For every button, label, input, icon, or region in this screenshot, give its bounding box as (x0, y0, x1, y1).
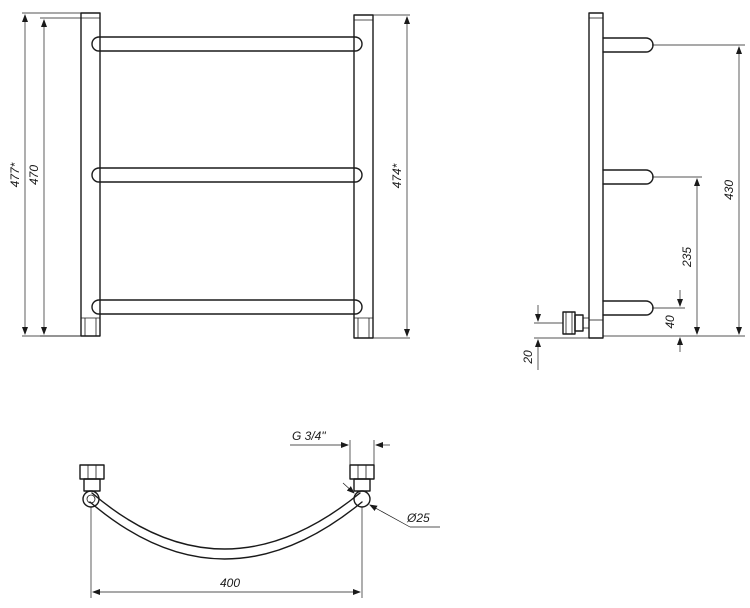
crossbar-middle (91, 167, 363, 183)
side-connection-fitting (562, 311, 589, 335)
top-view: G 3/4" Ø25 400 (79, 429, 440, 598)
curved-rail (89, 492, 363, 560)
dimension-477: 477* (8, 12, 81, 337)
side-view: 430 235 40 20 (521, 12, 745, 370)
dimension-label-40: 40 (663, 315, 677, 329)
dimension-label-477: 477* (8, 162, 22, 187)
dimension-470: 470 (27, 17, 81, 337)
side-bar-top (602, 37, 654, 53)
thread-label: G 3/4" (292, 429, 326, 443)
dimension-400: 400 (90, 507, 363, 598)
side-bar-bottom (602, 300, 654, 316)
right-post (353, 14, 374, 339)
left-post (80, 12, 101, 337)
dimension-40: 40 (652, 290, 685, 352)
dimension-label-430: 430 (722, 180, 736, 200)
dimension-235: 235 (652, 176, 702, 335)
dimension-430: 430 (603, 44, 745, 337)
dimension-label-470: 470 (27, 165, 41, 185)
width-label: 400 (220, 576, 240, 590)
diameter-label: Ø25 (406, 511, 430, 525)
dimension-thread: G 3/4" (290, 429, 390, 465)
dimension-label-474: 474* (390, 163, 404, 188)
front-view: 477* 470 474* (8, 12, 410, 339)
dimension-label-235: 235 (680, 247, 694, 268)
dimension-label-20: 20 (521, 350, 535, 365)
dimension-474: 474* (373, 14, 410, 339)
side-bar-middle (602, 169, 654, 185)
crossbar-bottom (91, 299, 363, 315)
right-fitting (349, 464, 375, 508)
side-post (588, 12, 604, 339)
dimension-diameter: Ø25 (342, 482, 440, 528)
dimension-20: 20 (521, 305, 589, 370)
left-fitting (79, 464, 105, 508)
crossbar-top (91, 36, 363, 52)
